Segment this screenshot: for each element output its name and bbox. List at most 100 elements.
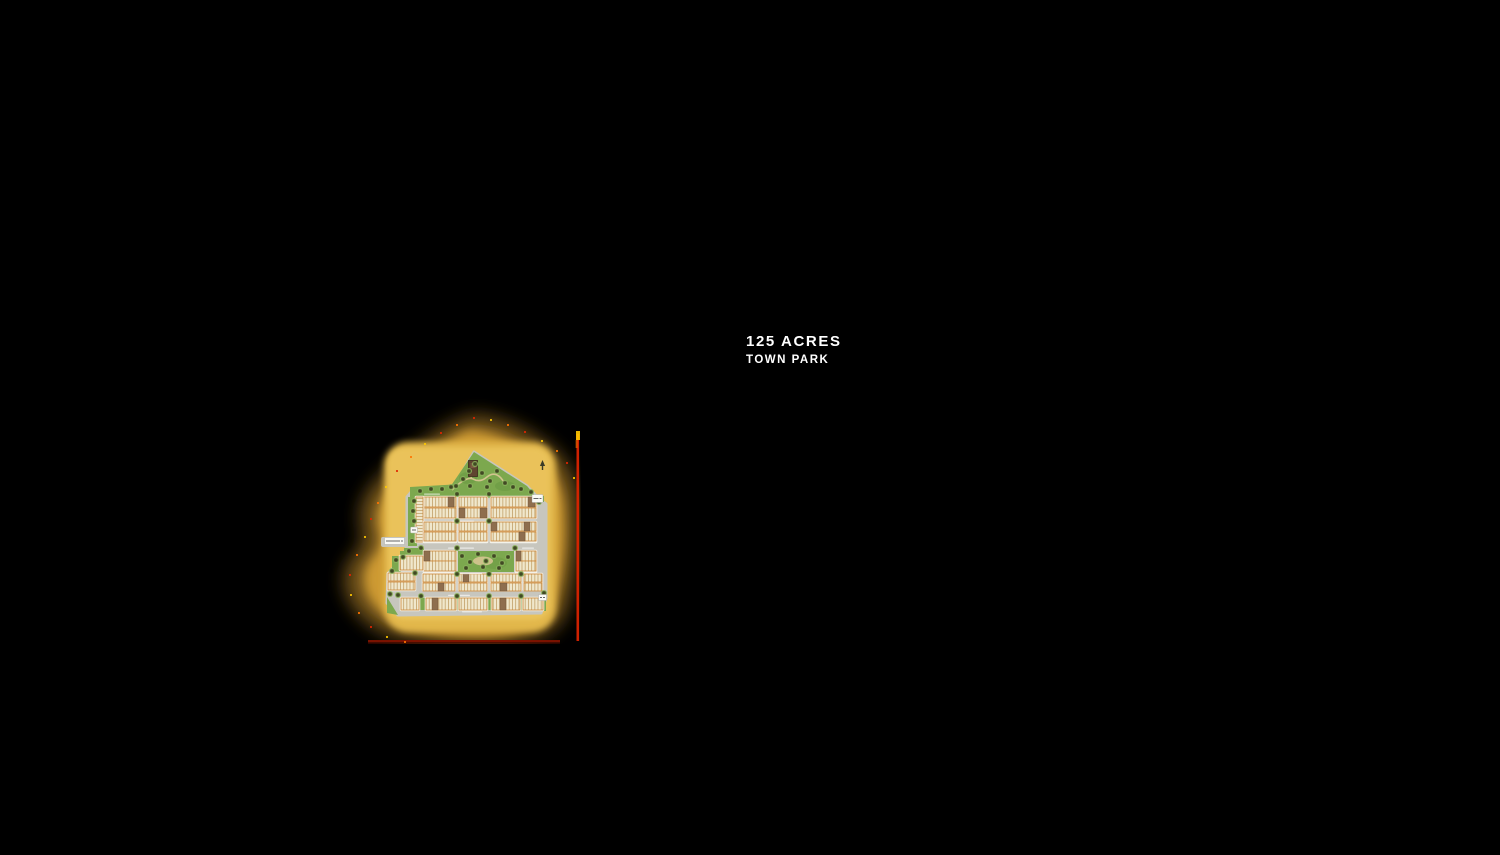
tree-core xyxy=(395,559,397,561)
lot-ticks xyxy=(524,583,542,591)
tree-core xyxy=(411,540,413,542)
tree-core xyxy=(420,547,422,549)
tree-core xyxy=(469,561,471,563)
lot-ticks xyxy=(401,598,419,610)
site-plan-hotspot[interactable] xyxy=(315,385,645,675)
street-name-text xyxy=(424,493,440,495)
north-arrow-head xyxy=(539,460,546,466)
lot-strip-border xyxy=(458,521,488,532)
street-name-text xyxy=(460,573,482,575)
lot-ticks xyxy=(459,598,487,610)
lot-ticks xyxy=(388,573,415,581)
tree-core xyxy=(420,595,422,597)
green-verge xyxy=(392,556,401,573)
fringe-dot xyxy=(396,470,398,472)
tree-core xyxy=(489,480,491,482)
tree-core xyxy=(408,550,410,552)
lot-strip-border xyxy=(399,555,424,571)
acreage-label: 125 ACRES xyxy=(746,333,842,350)
tree-core xyxy=(441,488,443,490)
north-arrow-stem xyxy=(541,466,544,470)
lot-ticks xyxy=(400,556,423,570)
lot-strip-border xyxy=(458,582,488,592)
lot-strip-border xyxy=(490,507,537,519)
lot-ticks xyxy=(524,574,542,582)
tree-core xyxy=(468,470,470,472)
lot-strip-border xyxy=(425,597,457,611)
fringe-dot xyxy=(424,443,426,445)
fringe-dot xyxy=(386,636,388,638)
lot-strip-border xyxy=(387,581,416,591)
fringe-dot xyxy=(364,536,366,538)
lot-strip-border xyxy=(458,496,488,508)
fringe-dot xyxy=(385,486,387,488)
lot-ticks xyxy=(424,561,456,571)
tree-core xyxy=(488,573,490,575)
lot-ticks xyxy=(426,598,456,610)
lot-strip-border xyxy=(523,582,543,592)
sold-lot xyxy=(437,582,445,592)
street-label-text xyxy=(414,529,416,531)
lot-ticks xyxy=(491,532,536,541)
sold-lot xyxy=(423,550,431,562)
sold-lot xyxy=(518,531,526,542)
tree-core xyxy=(456,595,458,597)
tree-core xyxy=(498,567,500,569)
site-plan-map[interactable] xyxy=(315,385,645,675)
lot-strip-border xyxy=(423,521,457,532)
fringe-dot xyxy=(573,477,575,479)
sold-lot xyxy=(458,507,466,519)
tree-core xyxy=(389,593,391,595)
tree-core xyxy=(450,486,452,488)
lot-ticks xyxy=(459,508,487,518)
fringe-dot xyxy=(490,419,492,421)
tree-core xyxy=(514,547,516,549)
street-label-text xyxy=(386,540,400,542)
lot-ticks xyxy=(459,574,487,582)
tree-core xyxy=(413,520,415,522)
tree-core xyxy=(501,562,503,564)
tree-core xyxy=(543,592,545,594)
lot-strip-border xyxy=(490,573,522,583)
tree-core xyxy=(485,560,487,562)
fringe-dot xyxy=(524,431,526,433)
lot-ticks xyxy=(424,551,456,561)
tree-core xyxy=(530,491,532,493)
lot-ticks xyxy=(423,574,455,582)
tree-core xyxy=(462,478,464,480)
lot-strip-border xyxy=(490,531,537,542)
corner-green xyxy=(387,597,398,615)
tree-core xyxy=(520,595,522,597)
fringe-dot xyxy=(356,554,358,556)
fringe-dot xyxy=(541,440,543,442)
tree-core xyxy=(469,485,471,487)
tree-core xyxy=(493,555,495,557)
lot-strip-border xyxy=(522,597,544,611)
green-verge xyxy=(400,551,423,556)
lot-ticks xyxy=(459,583,487,591)
lot-ticks xyxy=(424,532,456,541)
lot-strip-border xyxy=(400,597,420,611)
glow-fringe xyxy=(315,385,645,675)
fringe-dot xyxy=(350,594,352,596)
fringe-dot xyxy=(556,450,558,452)
fringe-dot xyxy=(349,574,351,576)
tree-core xyxy=(413,500,415,502)
lot-strip-border xyxy=(458,531,488,542)
tree-core xyxy=(474,463,476,465)
sold-lot xyxy=(490,521,498,532)
lot-ticks xyxy=(516,561,536,571)
tree-core xyxy=(414,572,416,574)
lot-strip-border xyxy=(515,560,537,572)
lot-ticks xyxy=(424,508,456,518)
tree-core xyxy=(461,555,463,557)
street-label-text xyxy=(401,540,403,542)
fringe-dot xyxy=(507,424,509,426)
lot-ticks xyxy=(388,582,415,590)
lot-strip-border xyxy=(422,573,456,583)
fringe-dot xyxy=(370,626,372,628)
tree-core xyxy=(455,485,457,487)
tree-core xyxy=(402,556,404,558)
lot-ticks xyxy=(491,574,521,582)
fringe-dot xyxy=(473,417,475,419)
